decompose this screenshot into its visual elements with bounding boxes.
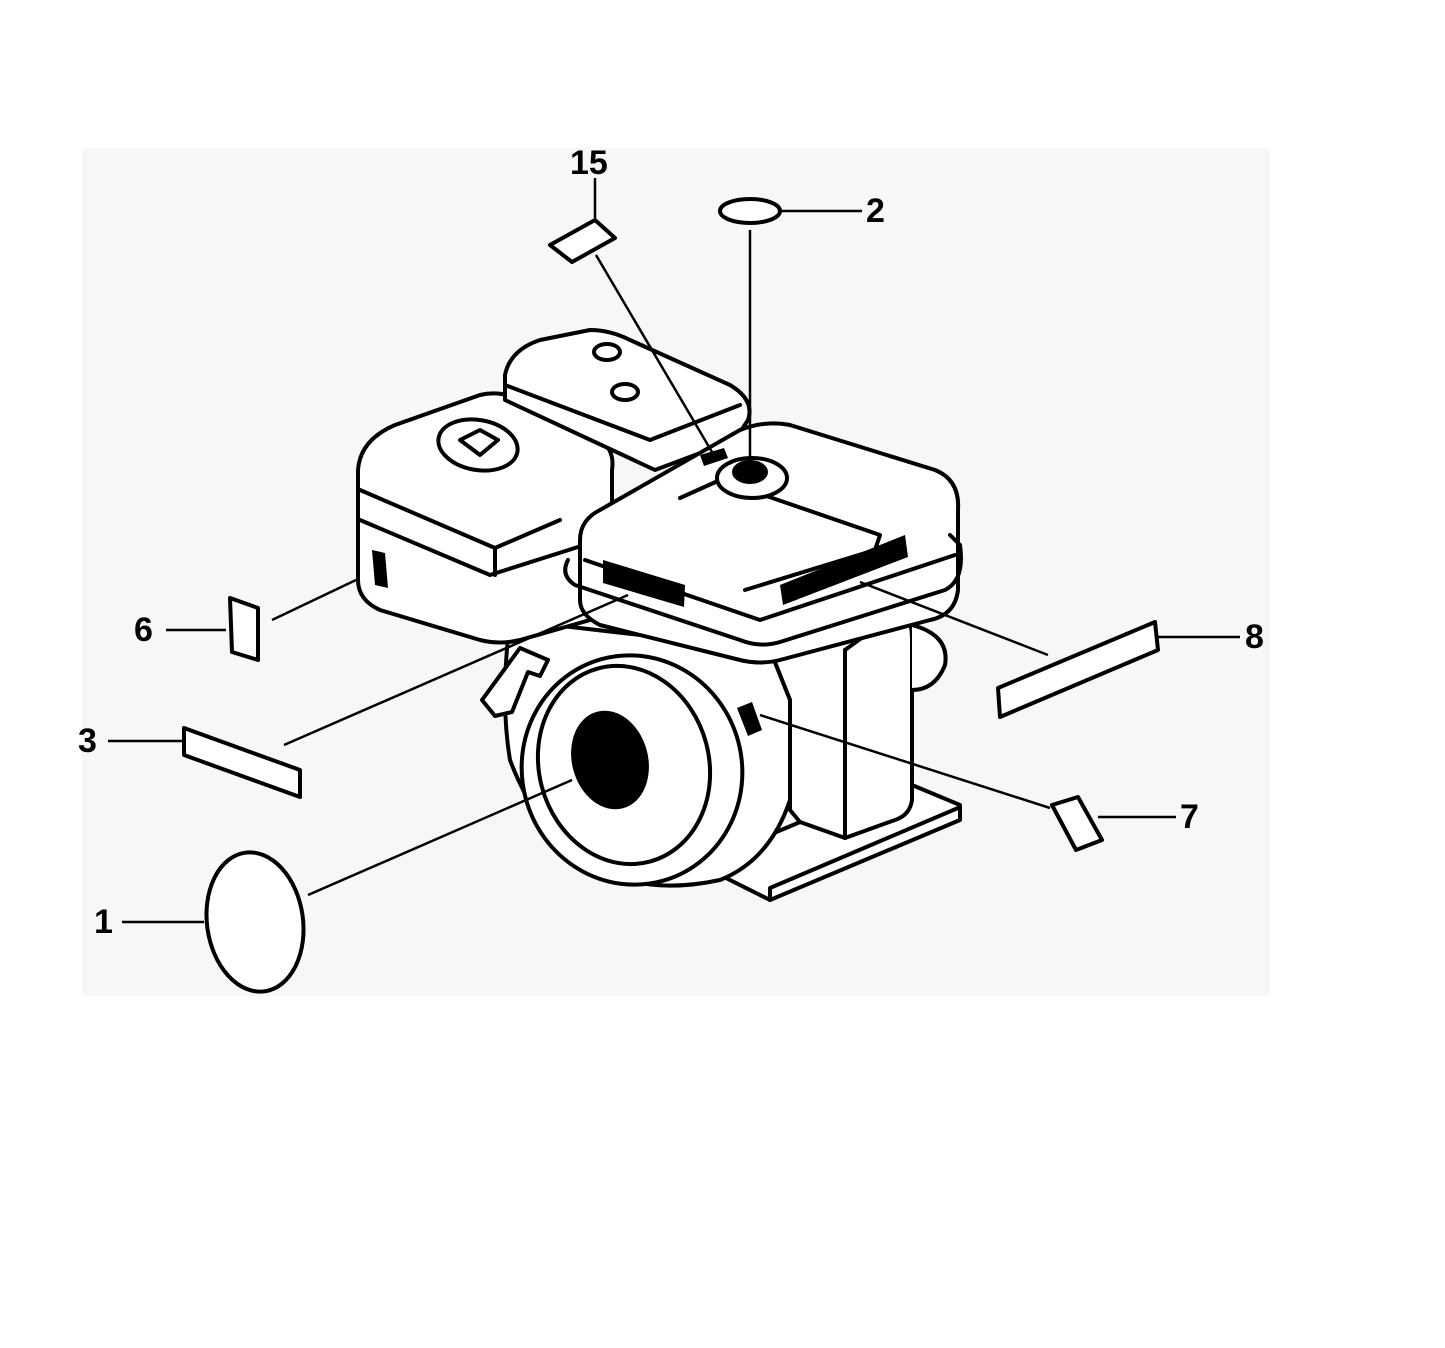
decal-15-shape bbox=[548, 218, 617, 264]
decal-8-shape bbox=[996, 620, 1160, 719]
leader-lines bbox=[108, 178, 1240, 924]
decal-7-shape bbox=[1050, 795, 1104, 852]
decal-6-shape bbox=[228, 596, 260, 662]
decal-2-shape bbox=[718, 197, 782, 225]
decal-1-shape bbox=[204, 850, 306, 994]
callout-1: 1 bbox=[94, 903, 113, 941]
callout-7: 7 bbox=[1180, 798, 1199, 836]
callout-6: 6 bbox=[134, 611, 153, 649]
detached-decals bbox=[182, 197, 1160, 994]
callout-3: 3 bbox=[78, 722, 97, 760]
callout-8: 8 bbox=[1245, 618, 1264, 656]
recoil-starter-housing bbox=[480, 618, 792, 888]
decal-3-shape bbox=[182, 726, 302, 799]
callout-2: 2 bbox=[866, 192, 885, 230]
cylinder-head-cover bbox=[503, 328, 752, 472]
callout-15: 15 bbox=[570, 144, 608, 182]
fuel-tank bbox=[563, 421, 963, 665]
